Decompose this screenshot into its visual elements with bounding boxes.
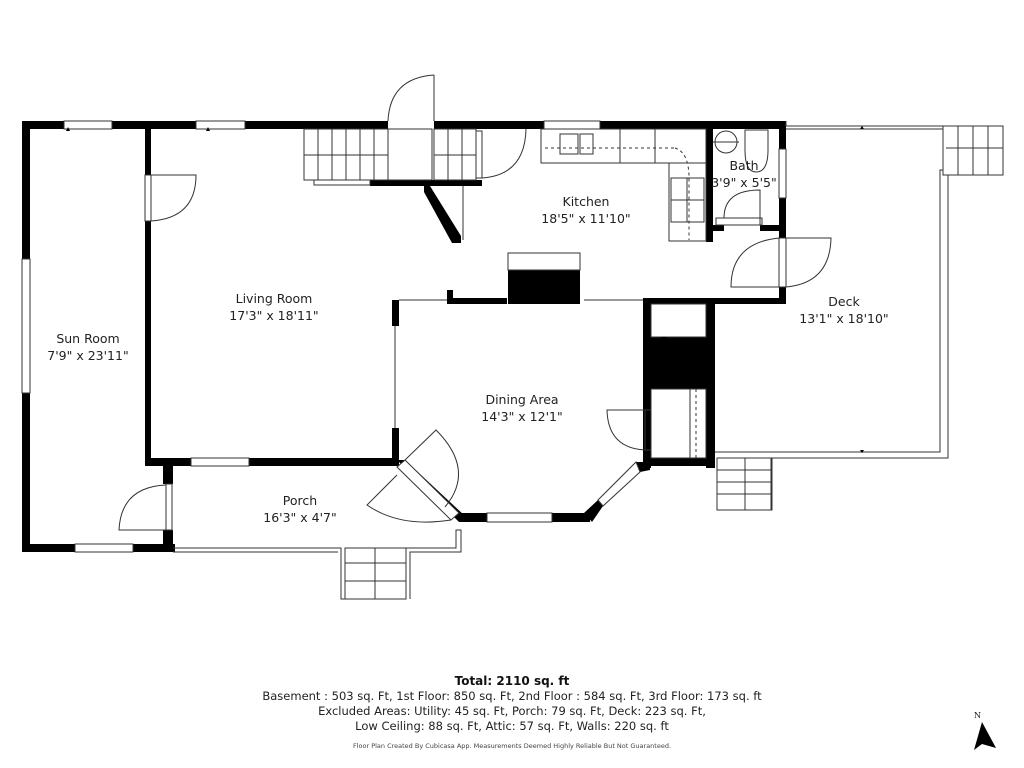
deck-name: Deck xyxy=(828,294,860,309)
compass-label: N xyxy=(974,711,981,720)
total-area: Total: 2110 sq. ft xyxy=(454,674,570,688)
windows xyxy=(21,120,787,553)
dining-area-dims: 14'3" x 12'1" xyxy=(481,409,562,424)
bath-dims: 3'9" x 5'5" xyxy=(711,175,777,190)
porch-name: Porch xyxy=(283,493,317,508)
kitchen-name: Kitchen xyxy=(563,194,610,209)
thin-lines xyxy=(173,121,1004,600)
living-room-dims: 17'3" x 18'11" xyxy=(229,308,318,323)
north-arrow-icon xyxy=(974,722,996,750)
sun-room-name: Sun Room xyxy=(56,331,119,346)
living-room-name: Living Room xyxy=(236,291,313,306)
other-areas-line: Low Ceiling: 88 sq. Ft, Attic: 57 sq. Ft… xyxy=(355,719,669,733)
dining-area-name: Dining Area xyxy=(485,392,558,407)
bath-name: Bath xyxy=(729,158,758,173)
porch-dims: 16'3" x 4'7" xyxy=(263,510,336,525)
excluded-areas-line: Excluded Areas: Utility: 45 sq. Ft, Porc… xyxy=(318,704,706,718)
kitchen-dims: 18'5" x 11'10" xyxy=(541,211,630,226)
area-breakdown: Basement : 503 sq. Ft, 1st Floor: 850 sq… xyxy=(0,689,1024,734)
sun-room-dims: 7'9" x 23'11" xyxy=(47,348,128,363)
dimension-ticks xyxy=(66,126,864,453)
doors xyxy=(118,74,832,531)
floor-areas-line: Basement : 503 sq. Ft, 1st Floor: 850 sq… xyxy=(262,689,762,703)
deck-dims: 13'1" x 18'10" xyxy=(799,311,888,326)
room-labels: Sun Room 7'9" x 23'11" Living Room 17'3"… xyxy=(47,158,888,525)
disclaimer: Floor Plan Created By Cubicasa App. Meas… xyxy=(352,742,672,750)
